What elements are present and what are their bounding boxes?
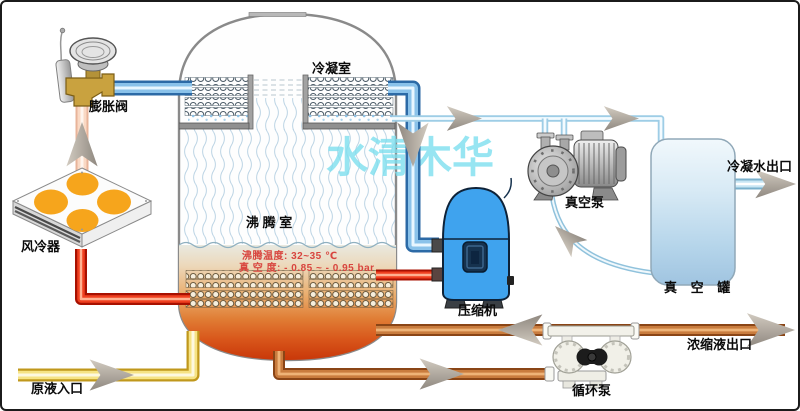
condensing-coils <box>179 74 396 130</box>
condensate-droplets <box>188 114 248 122</box>
vacuum-pump <box>527 130 627 201</box>
label-air-cooler: 风冷器 <box>21 239 61 254</box>
evaporator-vessel <box>177 12 398 362</box>
feed-pipe <box>18 331 200 382</box>
valve-body <box>65 73 115 107</box>
label-vacuum-tank: 真 空 罐 <box>664 280 736 295</box>
air-cooler <box>11 167 153 248</box>
label-condensing-chamber: 冷凝室 <box>312 61 352 76</box>
pump-top-manifold <box>547 325 635 337</box>
label-vacuum-pump: 真空泵 <box>565 195 605 210</box>
label-circulation-pump: 循环泵 <box>572 383 612 398</box>
pump-inlet-port <box>544 366 555 382</box>
label-feed-inlet: 原液入口 <box>31 381 84 396</box>
liquid-surface <box>179 241 396 249</box>
expansion-valve <box>55 27 117 107</box>
coil-return-pipe <box>75 249 190 305</box>
steam-zone <box>180 129 395 244</box>
circulation-pump <box>542 322 640 389</box>
label-expansion-valve: 膨胀阀 <box>89 99 129 114</box>
fan-icon <box>66 209 99 232</box>
label-concentrate-outlet: 浓缩液出口 <box>687 337 753 352</box>
label-compressor: 压缩机 <box>458 303 498 318</box>
annotation-vacuum-degree: 真 空 度: - 0.85 ~ - 0.95 bar <box>239 263 375 274</box>
annotation-boiling-temperature: 沸腾温度: 32~35 ℃ <box>242 251 338 262</box>
pump-center-spool <box>587 352 597 362</box>
capillary-tube <box>59 31 63 65</box>
drip-tray <box>179 122 250 130</box>
vessel-top-cap <box>248 12 307 17</box>
fan-icon <box>34 189 68 215</box>
arrow-upleft-icon <box>547 217 588 258</box>
fan-icon <box>66 172 99 196</box>
label-condensate-outlet: 冷凝水出口 <box>727 159 793 174</box>
pump-motor <box>573 139 619 188</box>
seal-water-pipe <box>549 195 655 276</box>
label-boiling-chamber: 沸 腾 室 <box>246 215 293 230</box>
heating-coils <box>185 270 394 308</box>
compressor <box>431 177 514 309</box>
drip-tray <box>302 122 396 130</box>
vacuum-tank <box>650 138 736 286</box>
fan-icon <box>97 189 131 215</box>
